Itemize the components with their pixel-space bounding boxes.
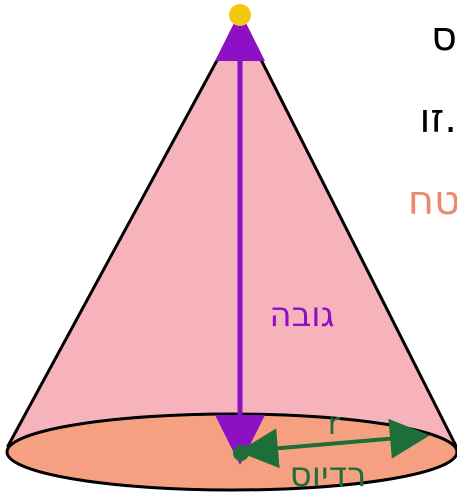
cone-base [5,412,457,492]
cone-side-surface [6,16,457,448]
radius-word-label: רדיוס [290,455,367,495]
apex-dot [229,4,251,26]
edge-text-line-2: זו. [420,96,457,142]
radius-arrow [238,418,430,469]
edge-text-line-1: ס [431,14,457,60]
base-center-dot [233,445,249,461]
radius-symbol-label: r [328,407,341,442]
edge-text-line-3: טח [408,178,457,224]
height-label: גובה [269,295,334,335]
